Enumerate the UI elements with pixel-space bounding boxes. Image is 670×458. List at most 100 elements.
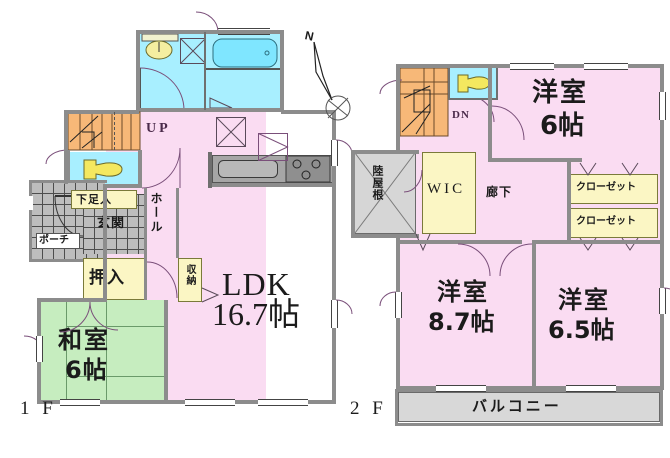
f2-left-window-1 <box>395 292 402 318</box>
toilet-fixture-1f <box>80 156 126 182</box>
porch-entry-gap <box>29 196 33 210</box>
bathtub <box>212 38 278 68</box>
kitchen-stove <box>285 155 331 183</box>
roof-wall-bottom <box>351 234 419 238</box>
shuno-door-arc <box>201 287 220 303</box>
room6-door-arc <box>491 105 525 141</box>
floor-2-label: 2 F <box>350 398 387 419</box>
bath-wall-left <box>136 30 140 112</box>
f2-room65-wall-left <box>532 240 536 388</box>
f1-wall-right <box>332 110 336 404</box>
compass <box>292 26 352 126</box>
f2-left-door-arc-1 <box>379 291 397 307</box>
genkan-label: 玄関 <box>97 216 126 231</box>
porch-label-bg <box>36 233 80 249</box>
porch-wall-top <box>29 180 107 183</box>
hall-door-arc-2 <box>146 261 178 299</box>
porch-wall-bottom <box>29 259 107 262</box>
f2-bottom-window-2 <box>566 385 616 392</box>
room87-door-arc <box>457 243 491 277</box>
f2-bottom-window-1 <box>436 385 486 392</box>
closet-top-door-mark-1 <box>579 162 597 176</box>
washitsu-size: 6帖 <box>65 356 108 384</box>
f2-top-window-2 <box>584 63 628 70</box>
f2-room6-wall-bottom <box>488 158 582 162</box>
kitchen-sink <box>218 160 278 178</box>
tatami-line-4 <box>66 300 67 402</box>
balcony-outer-wall <box>395 389 663 392</box>
bath-divider <box>206 68 282 70</box>
f2-room87-wall-top <box>400 240 522 244</box>
tatami-line-3 <box>66 376 166 377</box>
f1-wall-top-right <box>281 110 336 114</box>
stairs-up[interactable] <box>67 111 141 151</box>
f1-right-door-arc-2 <box>335 299 353 315</box>
f1-bottom-window-3 <box>258 399 308 406</box>
hall-wall-left-2 <box>144 260 147 304</box>
toilet-2f-wall-bottom <box>448 98 498 100</box>
corridor-label: 廊下 <box>486 185 513 199</box>
f2-right-window-2 <box>659 288 666 314</box>
washitsu-door-arc-2 <box>89 301 119 331</box>
porch-wall-left <box>29 180 32 262</box>
bath-wall-top <box>136 30 284 34</box>
f1-right-window-2 <box>331 300 338 328</box>
f2-room6-wall-left <box>488 66 492 162</box>
stairs-up-label: UP <box>146 121 171 136</box>
bath-door-arc <box>209 96 233 109</box>
flat-roof <box>354 152 416 234</box>
floor-1-plan: UP 下足入 玄関 <box>20 11 353 419</box>
closet-top-label: クローゼット <box>576 182 636 193</box>
toilet-2f-wall-left <box>448 66 450 100</box>
f2-room65-wall-top <box>536 240 660 244</box>
tatami-line-2 <box>66 326 166 327</box>
balcony-outer-wall-b <box>395 423 663 426</box>
yoshitsu6-size: 6帖 <box>540 111 585 141</box>
f1-right-window-1 <box>331 140 338 166</box>
ldk-stair-dashline <box>114 112 115 150</box>
f2-wall-bottom <box>396 386 664 390</box>
ldk-window-icon-1 <box>216 117 246 147</box>
f2-wall-right <box>660 64 664 390</box>
yoshitsu65-name: 洋室 <box>558 286 610 314</box>
f1-wall-connect-1 <box>37 298 107 302</box>
porch-label: ポーチ <box>39 235 69 246</box>
washroom-door-arc <box>139 67 185 111</box>
yoshitsu87-name: 洋室 <box>437 278 489 306</box>
balcony-label: バルコニー <box>472 397 562 415</box>
f1-wall-left-mid <box>103 184 107 302</box>
balcony-outer-wall-r <box>660 389 663 426</box>
shuno-closet <box>178 258 202 302</box>
closet-top <box>570 174 658 204</box>
shoebox-label: 下足入 <box>76 193 112 206</box>
tatami-line-1 <box>106 300 107 402</box>
toilet-1f-wall-right <box>138 150 142 188</box>
balcony <box>398 392 660 422</box>
wic-door-arc <box>403 169 423 193</box>
washitsu-fill-2 <box>40 300 166 402</box>
washroom-bath-partition <box>204 32 206 110</box>
roof-wall-top <box>351 150 419 154</box>
closet-bottom-label: クローゼット <box>576 216 636 227</box>
washroom-top-door-arc <box>195 11 219 33</box>
flat-roof-label: 陸屋根 <box>371 165 384 201</box>
f1-left-window-1 <box>36 336 43 362</box>
stairs-down[interactable] <box>399 67 449 137</box>
bath-wall-bottom <box>136 108 284 112</box>
f2-right-door-arc-1 <box>663 287 670 302</box>
f1-wall-left-upper <box>64 110 68 184</box>
wic-closet <box>422 152 476 234</box>
stairs-down-label: DN <box>452 109 470 121</box>
floor-1-label: 1 F <box>20 398 57 419</box>
kitchen-counter-base <box>212 183 334 187</box>
kitchen-wall-left <box>208 152 212 188</box>
f1-wall-washitsu-ldk <box>164 300 168 404</box>
bath-wall-right <box>280 30 284 112</box>
f1-wall-top-left <box>64 110 139 114</box>
f1-bottom-window-2 <box>185 399 235 406</box>
hall-wall-left <box>144 188 147 260</box>
room65-door-arc <box>499 243 533 277</box>
hall-label: ホール <box>149 192 163 234</box>
yoshitsu65-size: 6.5帖 <box>548 316 615 344</box>
